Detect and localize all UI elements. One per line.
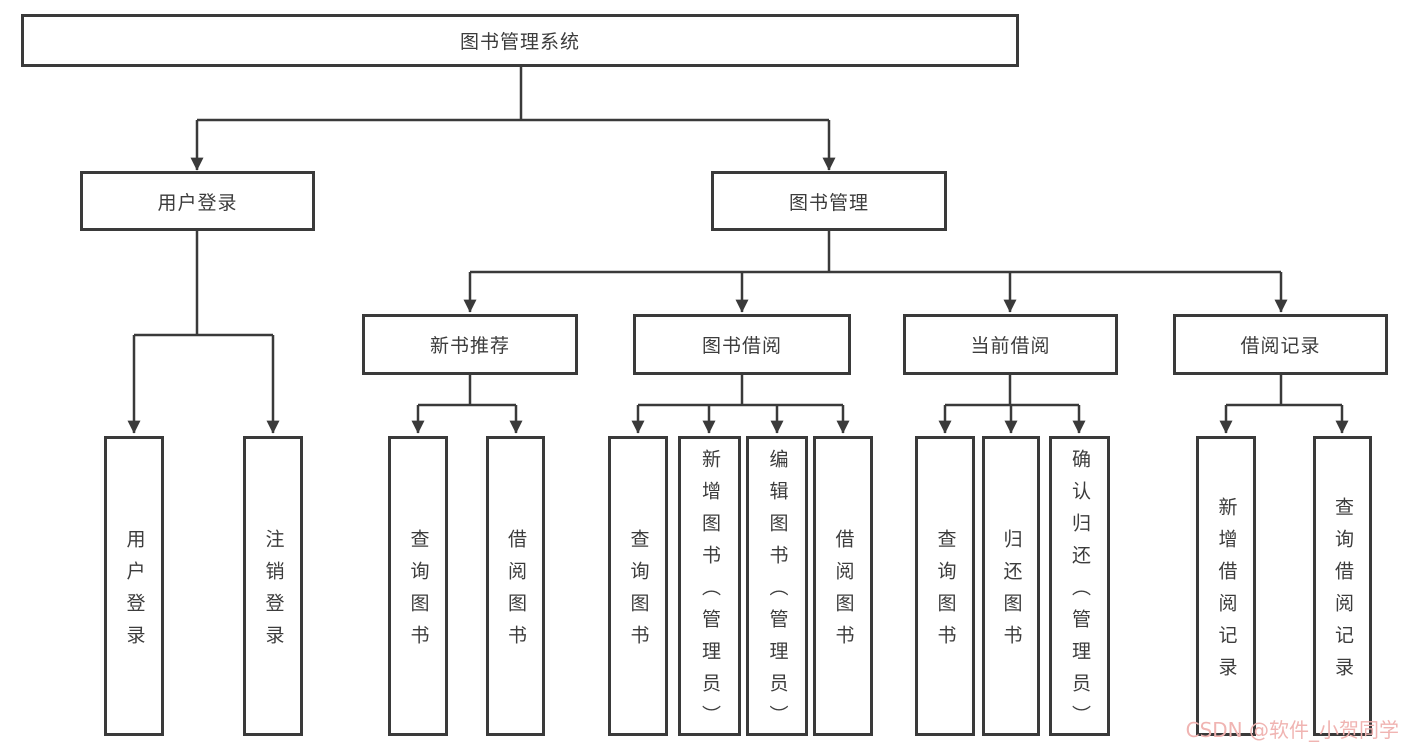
leaf-user-login: 用户登录: [104, 436, 164, 736]
leaf-logout-label: 注销登录: [262, 528, 285, 657]
node-book-borrow: 图书借阅: [633, 314, 851, 375]
leaf-add-books-admin-label: 新增图书（管理员）: [699, 448, 721, 737]
node-book-borrow-label: 图书借阅: [701, 335, 782, 357]
node-user-login-label: 用户登录: [157, 191, 238, 214]
node-new-book-recommend: 新书推荐: [362, 314, 578, 375]
leaf-borrow-books-recommend: 借阅图书: [486, 436, 545, 736]
leaf-query-borrow-record-label: 查询借阅记录: [1332, 496, 1354, 689]
leaf-confirm-return-admin-label: 确认归还（管理员）: [1069, 448, 1091, 737]
node-book-management-label: 图书管理: [788, 191, 869, 214]
node-root-label: 图书管理系统: [459, 31, 580, 53]
leaf-edit-books-admin-label: 编辑图书（管理员）: [766, 448, 789, 737]
leaf-return-books-label: 归还图书: [1000, 528, 1023, 657]
csdn-watermark: CSDN @软件_小贺同学: [1185, 718, 1399, 742]
node-current-borrow-label: 当前借阅: [970, 335, 1051, 357]
leaf-borrow-books: 借阅图书: [813, 436, 873, 736]
leaf-logout: 注销登录: [243, 436, 303, 736]
leaf-add-borrow-record-label: 新增借阅记录: [1215, 496, 1238, 689]
leaf-query-books-recommend-label: 查询图书: [407, 528, 430, 657]
leaf-return-books: 归还图书: [982, 436, 1040, 736]
leaf-query-books-recommend: 查询图书: [388, 436, 448, 736]
leaf-confirm-return-admin: 确认归还（管理员）: [1049, 436, 1110, 737]
leaf-query-books-borrow: 查询图书: [608, 436, 668, 736]
leaf-add-books-admin: 新增图书（管理员）: [678, 436, 741, 737]
node-borrow-records-label: 借阅记录: [1240, 335, 1321, 357]
leaf-borrow-books-label: 借阅图书: [832, 528, 855, 657]
node-current-borrow: 当前借阅: [903, 314, 1118, 375]
node-new-book-recommend-label: 新书推荐: [429, 335, 510, 357]
node-user-login: 用户登录: [80, 171, 315, 231]
leaf-user-login-label: 用户登录: [123, 528, 146, 657]
node-root: 图书管理系统: [21, 14, 1019, 67]
leaf-query-books-current: 查询图书: [915, 436, 975, 736]
node-book-management: 图书管理: [711, 171, 947, 231]
leaf-borrow-books-recommend-label: 借阅图书: [505, 528, 527, 657]
leaf-add-borrow-record: 新增借阅记录: [1196, 436, 1256, 736]
leaf-query-books-borrow-label: 查询图书: [627, 528, 650, 657]
leaf-query-books-current-label: 查询图书: [934, 528, 957, 657]
leaf-query-borrow-record: 查询借阅记录: [1313, 436, 1372, 736]
node-borrow-records: 借阅记录: [1173, 314, 1388, 375]
leaf-edit-books-admin: 编辑图书（管理员）: [746, 436, 808, 737]
